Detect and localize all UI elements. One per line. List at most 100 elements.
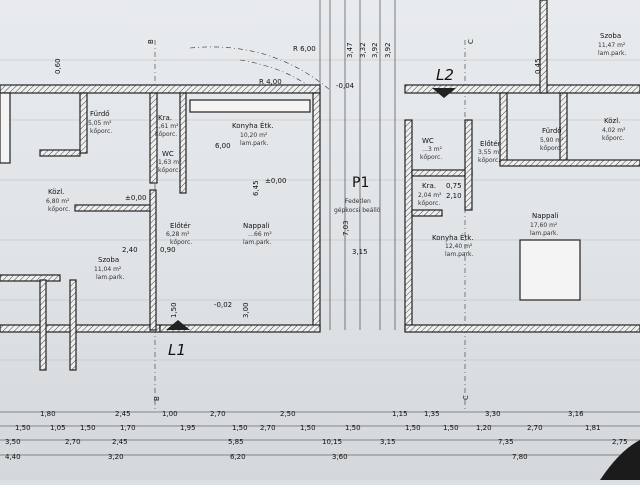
room-kozl-right: Közl. 4,02 m² kőporc. <box>602 117 626 142</box>
svg-text:kőporc.: kőporc. <box>420 154 442 161</box>
svg-text:1,70: 1,70 <box>120 424 136 432</box>
dim-300: 3,00 <box>242 302 250 318</box>
svg-text:Konyha Étk.: Konyha Étk. <box>432 233 474 242</box>
svg-text:1,35: 1,35 <box>424 410 440 418</box>
dark-corner-shadow <box>600 440 640 480</box>
dim-150: 1,50 <box>170 302 178 318</box>
svg-text:Fürdő: Fürdő <box>542 126 562 135</box>
vdim-1: 3,47 <box>346 42 354 58</box>
p1-subtitle-1: Fedetlen <box>345 198 371 205</box>
svg-text:1,50: 1,50 <box>345 424 361 432</box>
axis-c-top-label: C <box>467 39 475 44</box>
room-konyha-right: Konyha Étk. 12,40 m² lam.park. <box>432 233 474 258</box>
svg-text:kőporc.: kőporc. <box>170 239 192 246</box>
vdim-2: 3,32 <box>359 42 367 58</box>
dim-075: 0,75 <box>446 182 462 190</box>
svg-text:5,85: 5,85 <box>228 438 244 446</box>
svg-text:2,75: 2,75 <box>612 438 628 446</box>
p1-label: P1 <box>352 175 369 191</box>
dim-703: 7,03 <box>342 220 350 236</box>
dim-row-1: 1,80 2,45 1,00 2,70 2,50 1,15 1,35 3,30 … <box>40 410 584 418</box>
room-furdo-right: Fürdő 5,90 m² kőporc. <box>540 126 564 152</box>
svg-text:kőporc.: kőporc. <box>602 135 624 142</box>
svg-text:3,50: 3,50 <box>5 438 21 446</box>
svg-text:6,28 m²: 6,28 m² <box>166 231 190 238</box>
svg-text:2,45: 2,45 <box>115 410 131 418</box>
svg-text:WC: WC <box>422 137 434 145</box>
svg-text:12,40 m²: 12,40 m² <box>445 243 473 250</box>
svg-text:1,50: 1,50 <box>300 424 316 432</box>
svg-text:Szoba: Szoba <box>600 32 621 40</box>
dim-row-2: 1,50 1,05 1,50 1,70 1,95 1,50 2,70 1,50 … <box>15 424 601 432</box>
svg-text:Nappali: Nappali <box>243 222 270 230</box>
dim-315: 3,15 <box>352 248 368 256</box>
axis-b-top-marker: B <box>147 39 155 44</box>
svg-text:kőporc.: kőporc. <box>158 167 180 174</box>
svg-text:2,70: 2,70 <box>210 410 226 418</box>
level-mark-4: ±0,00 <box>125 194 146 202</box>
svg-text:1,05: 1,05 <box>50 424 66 432</box>
svg-text:5,90 m²: 5,90 m² <box>540 137 564 144</box>
svg-text:5,05 m²: 5,05 m² <box>88 120 112 127</box>
dim-090: 0,90 <box>160 246 176 254</box>
svg-text:lam.park.: lam.park. <box>445 251 474 258</box>
svg-text:11,47 m²: 11,47 m² <box>598 42 626 49</box>
svg-text:3,15: 3,15 <box>380 438 396 446</box>
svg-text:Közl.: Közl. <box>604 117 620 125</box>
room-eloter-left: Előtér 6,28 m² kőporc. <box>166 221 192 246</box>
svg-text:Konyha Étk.: Konyha Étk. <box>232 121 274 130</box>
room-kra-left: Kra. 1,61 m² kőporc. <box>155 114 179 138</box>
svg-text:3,55 m²: 3,55 m² <box>478 149 502 156</box>
room-nappali-left: Nappali …66 m² lam.park. <box>243 222 272 246</box>
svg-text:Előtér: Előtér <box>480 139 501 148</box>
svg-text:6,20: 6,20 <box>230 453 246 461</box>
svg-text:3,20: 3,20 <box>108 453 124 461</box>
svg-text:6,80 m²: 6,80 m² <box>46 198 70 205</box>
svg-text:kőporc.: kőporc. <box>540 145 562 152</box>
svg-text:1,50: 1,50 <box>15 424 31 432</box>
svg-text:1,50: 1,50 <box>443 424 459 432</box>
svg-text:lam.park.: lam.park. <box>598 50 627 57</box>
svg-text:7,80: 7,80 <box>512 453 528 461</box>
room-nappali-right: Nappali 17,60 m² lam.park. <box>530 212 559 237</box>
dim-row-4: 4,40 3,20 6,20 3,60 7,80 <box>5 453 528 461</box>
room-furdo-left: Fürdő 5,05 m² kőporc. <box>88 109 112 135</box>
room-szoba-right: Szoba 11,47 m² lam.park. <box>598 32 627 57</box>
room-wc-left: WC 1,63 m² kőporc. <box>158 150 182 174</box>
svg-text:1,15: 1,15 <box>392 410 408 418</box>
p1-subtitle-2: gépkocsi beálló <box>334 207 381 214</box>
svg-text:7,35: 7,35 <box>498 438 514 446</box>
radius-4-label: R 4,00 <box>259 78 282 86</box>
svg-text:3,16: 3,16 <box>568 410 584 418</box>
axis-c-bottom-label: C <box>462 395 470 400</box>
svg-text:10,20 m²: 10,20 m² <box>240 132 268 139</box>
svg-text:1,20: 1,20 <box>476 424 492 432</box>
dim-600: 6,00 <box>215 142 231 150</box>
svg-text:3,30: 3,30 <box>485 410 501 418</box>
dim-045: 0,45 <box>534 58 542 74</box>
svg-text:Kra.: Kra. <box>422 182 436 190</box>
left-unit-walls <box>0 92 321 371</box>
svg-text:lam.park.: lam.park. <box>530 230 559 237</box>
svg-text:lam.park.: lam.park. <box>243 239 272 246</box>
vdim-4: 3,92 <box>384 42 392 58</box>
svg-text:kőporc.: kőporc. <box>155 131 177 138</box>
svg-text:…66 m²: …66 m² <box>248 231 272 238</box>
svg-text:4,40: 4,40 <box>5 453 21 461</box>
l1-label: L1 <box>168 341 186 359</box>
svg-text:1,63 m²: 1,63 m² <box>158 159 182 166</box>
svg-text:2,50: 2,50 <box>280 410 296 418</box>
svg-text:Előtér: Előtér <box>170 221 191 230</box>
svg-text:lam.park.: lam.park. <box>240 140 269 147</box>
svg-text:kőporc.: kőporc. <box>418 200 440 207</box>
svg-text:1,50: 1,50 <box>232 424 248 432</box>
vdim-3: 3,92 <box>371 42 379 58</box>
dimension-lines <box>0 411 640 456</box>
svg-text:WC: WC <box>162 150 174 158</box>
svg-text:1,50: 1,50 <box>80 424 96 432</box>
room-kra-right: Kra. 2,04 m² kőporc. <box>418 182 442 207</box>
svg-text:2,70: 2,70 <box>260 424 276 432</box>
svg-text:3,60: 3,60 <box>332 453 348 461</box>
